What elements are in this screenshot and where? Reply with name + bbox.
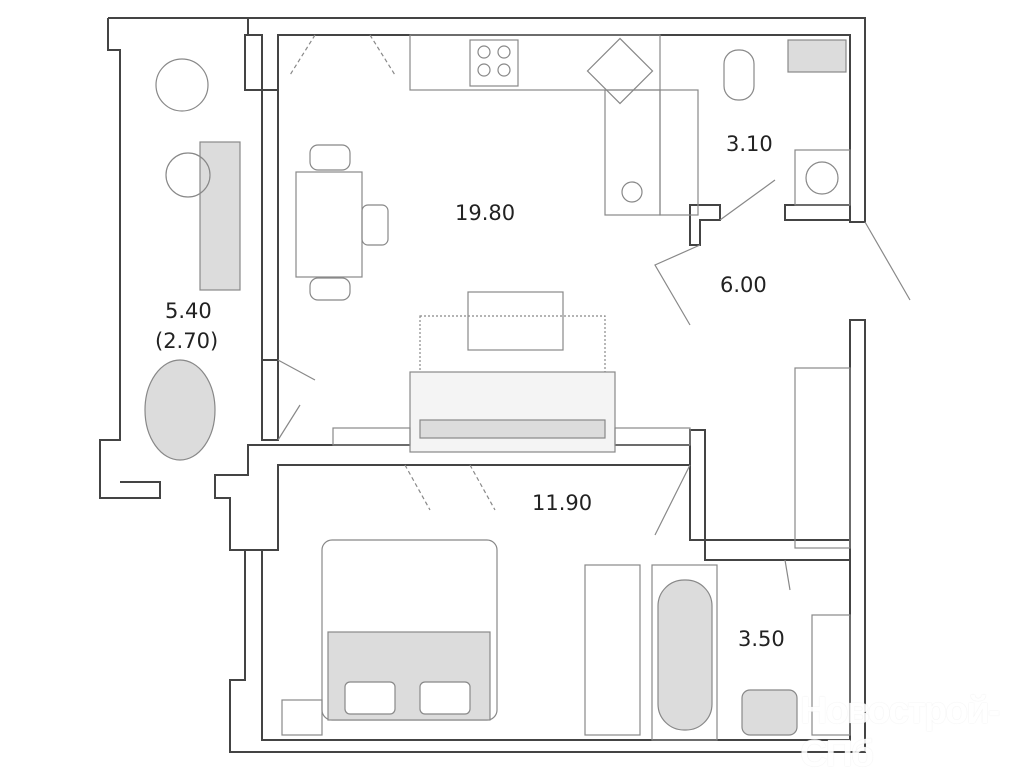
furniture (144, 34, 911, 741)
room-area-bedroom: 11.90 (532, 491, 593, 515)
room-area-balcony-reduced: (2.70) (155, 329, 219, 353)
room-area-bathroom-small: 3.10 (726, 132, 773, 156)
watermark: Новострой-СПб (800, 690, 1000, 768)
room-area-balcony: 5.40 (165, 299, 212, 323)
room-area-hallway: 6.00 (720, 273, 767, 297)
room-area-kitchen-living: 19.80 (455, 201, 516, 225)
room-area-bathroom: 3.50 (738, 627, 785, 651)
walls (99, 17, 866, 753)
